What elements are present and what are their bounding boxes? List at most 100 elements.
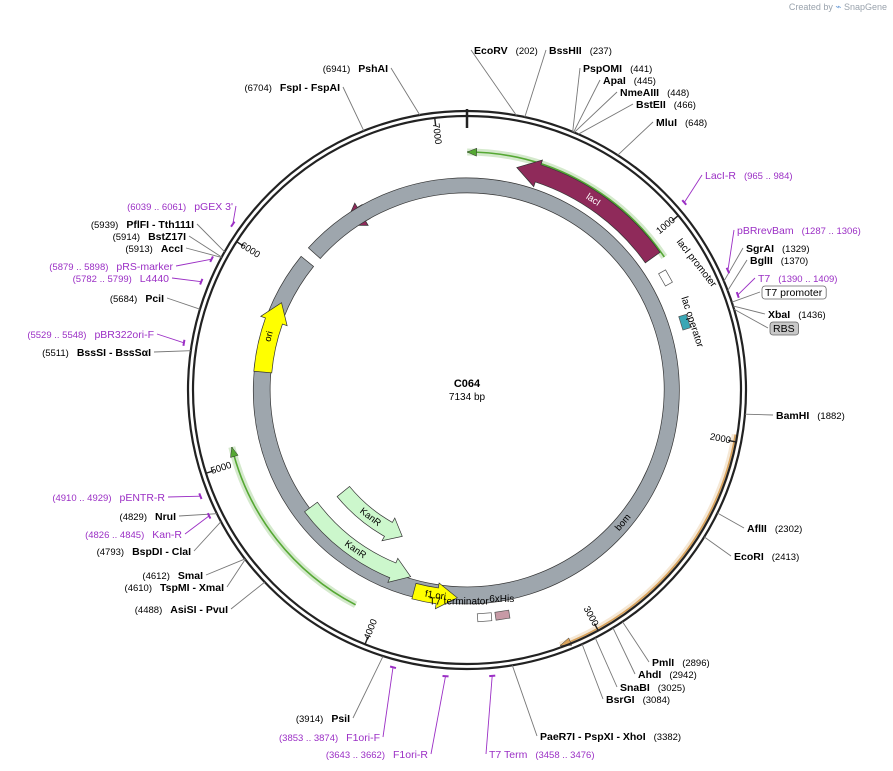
enzyme-name-ecorv-0[interactable]: EcoRV xyxy=(474,45,508,57)
tick-label-6000: 6000 xyxy=(238,240,262,261)
enzyme-leader-pshai-30 xyxy=(390,67,421,116)
boxed-label-rbs[interactable]: RBS xyxy=(773,323,795,335)
enzyme-name-acci-26[interactable]: AccI xyxy=(161,243,183,255)
enzyme-leader-ecori-12 xyxy=(703,536,732,557)
enzyme-leader-bsshii-1 xyxy=(524,49,547,118)
enzyme-name-pflfi-tth111i-28[interactable]: PflFI - Tth111I xyxy=(126,219,194,231)
enzyme-name-tspmi-xmai-20[interactable]: TspMI - XmaI xyxy=(160,582,224,594)
enzyme-name-paer7i-pspxi-xhoi-17[interactable]: PaeR7I - PspXI - XhoI xyxy=(540,731,646,743)
primer-mark-kan-r-8 xyxy=(206,512,212,520)
track-line-1 xyxy=(559,434,737,647)
feature-label-f1-ori-6: f1 ori xyxy=(424,589,447,603)
enzyme-name-xbai-9[interactable]: XbaI xyxy=(768,309,790,321)
inside-label-laci-promoter: lacI promoter xyxy=(674,237,719,290)
enzyme-name-bglii-8[interactable]: BglII xyxy=(750,255,773,267)
enzyme-leader-mlui-6 xyxy=(617,121,654,156)
t7-terminator-glyph xyxy=(476,612,493,623)
enzyme-name-bstz17i-27[interactable]: BstZ17I xyxy=(148,231,186,243)
enzyme-name-nmeaiii-4[interactable]: NmeAIII xyxy=(620,87,659,99)
primer-pos-laci-r-0: (965 .. 984) xyxy=(744,171,793,182)
tick-mark-4000 xyxy=(364,636,369,645)
primer-pos-prs-marker-4: (5879 .. 5898) xyxy=(49,262,108,273)
tick-mark-1000 xyxy=(671,215,679,222)
enzyme-name-asisi-pvui-19[interactable]: AsiSI - PvuI xyxy=(170,604,228,616)
primer-name-kan-r-8[interactable]: Kan-R xyxy=(152,529,182,541)
enzyme-name-bsrgi-16[interactable]: BsrGI xyxy=(606,694,635,706)
enzyme-name-apai-3[interactable]: ApaI xyxy=(603,75,626,87)
tick-mark-2000 xyxy=(728,439,737,443)
features: lacIropbomoriKanRKanRf1 ori xyxy=(252,159,680,610)
track-arrow-2 xyxy=(230,446,239,458)
enzyme-leader-bstz17i-27 xyxy=(188,235,222,258)
enzyme-pos-bamhi-10: (1882) xyxy=(817,411,844,422)
boxed-frame-t7-promoter xyxy=(761,285,827,300)
boxed-label-t7-promoter[interactable]: T7 promoter xyxy=(765,287,823,299)
primer-mark-pgex-3-3 xyxy=(230,221,236,228)
primer-leader-l4440-5 xyxy=(171,277,202,283)
enzyme-leader-psii-18 xyxy=(352,655,384,719)
tick-label-1000: 1000 xyxy=(654,215,677,237)
primer-name-t7-2[interactable]: T7 xyxy=(758,273,770,285)
enzyme-pos-pspomi-2: (441) xyxy=(630,64,652,75)
primer-name-f1ori-f-9[interactable]: F1ori-F xyxy=(346,732,380,744)
enzyme-pos-asisi-pvui-19: (4488) xyxy=(135,605,162,616)
primer-name-f1ori-r-10[interactable]: F1ori-R xyxy=(393,749,428,761)
enzyme-pos-pcii-25: (5684) xyxy=(110,294,137,305)
enzyme-name-bspdi-clai-22[interactable]: BspDI - ClaI xyxy=(132,546,191,558)
enzyme-name-snabi-15[interactable]: SnaBI xyxy=(620,682,650,694)
enzyme-name-pmli-13[interactable]: PmlI xyxy=(652,657,674,669)
boxed-leader-rbs xyxy=(733,308,769,329)
primer-name-pbrrevbam-1[interactable]: pBRrevBam xyxy=(737,225,794,237)
primer-pos-pbrrevbam-1: (1287 .. 1306) xyxy=(802,226,861,237)
feature-kanr-5 xyxy=(336,485,403,542)
primer-pos-t7-term-11: (3458 .. 3476) xyxy=(535,750,594,761)
enzyme-pos-paer7i-pspxi-xhoi-17: (3382) xyxy=(654,732,681,743)
enzyme-pos-pmli-13: (2896) xyxy=(682,658,709,669)
primer-leader-pgex-3-3 xyxy=(232,205,237,225)
primer-name-laci-r-0[interactable]: LacI-R xyxy=(705,170,736,182)
primer-leader-prs-marker-4 xyxy=(175,258,212,267)
enzyme-name-psii-18[interactable]: PsiI xyxy=(331,713,350,725)
enzyme-name-sgrai-7[interactable]: SgrAI xyxy=(746,243,774,255)
enzyme-name-bsshii-1[interactable]: BssHII xyxy=(549,45,582,57)
enzyme-pos-bsrgi-16: (3084) xyxy=(643,695,670,706)
enzyme-leader-bsrgi-16 xyxy=(581,643,604,700)
primer-mark-f1ori-f-9 xyxy=(389,665,397,670)
primer-name-pgex-3-3[interactable]: pGEX 3' xyxy=(194,201,233,213)
enzyme-leader-nrui-23 xyxy=(178,513,217,517)
enzyme-name-smai-21[interactable]: SmaI xyxy=(178,570,203,582)
feature-label-ori-3: ori xyxy=(262,330,275,343)
enzyme-name-ahdi-14[interactable]: AhdI xyxy=(638,669,661,681)
primer-name-prs-marker-4[interactable]: pRS-marker xyxy=(116,261,173,273)
enzyme-leader-nmeaiii-4 xyxy=(573,91,618,133)
enzyme-pos-snabi-15: (3025) xyxy=(658,683,685,694)
enzyme-name-pspomi-2[interactable]: PspOMI xyxy=(583,63,622,75)
enzyme-leader-pspomi-2 xyxy=(572,67,581,132)
inside-label-6xhis: 6xHis xyxy=(489,594,514,605)
enzyme-name-bsssi-bsss-i-24[interactable]: BssSI - BssSαI xyxy=(77,347,151,359)
primer-mark-l4440-5 xyxy=(199,278,204,285)
lac-operator-glyph xyxy=(678,313,691,331)
enzyme-name-pshai-30[interactable]: PshAI xyxy=(358,63,388,75)
enzyme-pos-bglii-8: (1370) xyxy=(781,256,808,267)
enzyme-leader-bamhi-10 xyxy=(744,413,774,416)
enzyme-name-mlui-6[interactable]: MluI xyxy=(656,117,677,129)
primer-pos-pbr322ori-f-6: (5529 .. 5548) xyxy=(27,330,86,341)
primer-leader-laci-r-0 xyxy=(683,174,703,203)
enzyme-name-fspi-fspai-29[interactable]: FspI - FspAI xyxy=(280,82,340,94)
primer-name-pbr322ori-f-6[interactable]: pBR322ori-F xyxy=(94,329,154,341)
enzyme-name-bsteii-5[interactable]: BstEII xyxy=(636,99,666,111)
primer-name-l4440-5[interactable]: L4440 xyxy=(140,273,169,285)
primer-name-t7-term-11[interactable]: T7 Term xyxy=(489,749,528,761)
primer-name-pentr-r-7[interactable]: pENTR-R xyxy=(119,492,165,504)
primer-mark-prs-marker-4 xyxy=(209,256,214,263)
enzyme-name-bamhi-10[interactable]: BamHI xyxy=(776,410,809,422)
enzyme-name-nrui-23[interactable]: NruI xyxy=(155,511,176,523)
enzyme-name-ecori-12[interactable]: EcoRI xyxy=(734,551,764,563)
enzyme-name-pcii-25[interactable]: PciI xyxy=(145,293,164,305)
credit-prefix: Created by xyxy=(788,2,833,12)
enzyme-name-aflii-11[interactable]: AflII xyxy=(747,523,767,535)
enzyme-pos-sgrai-7: (1329) xyxy=(782,244,809,255)
enzyme-leader-tspmi-xmai-20 xyxy=(226,559,246,588)
